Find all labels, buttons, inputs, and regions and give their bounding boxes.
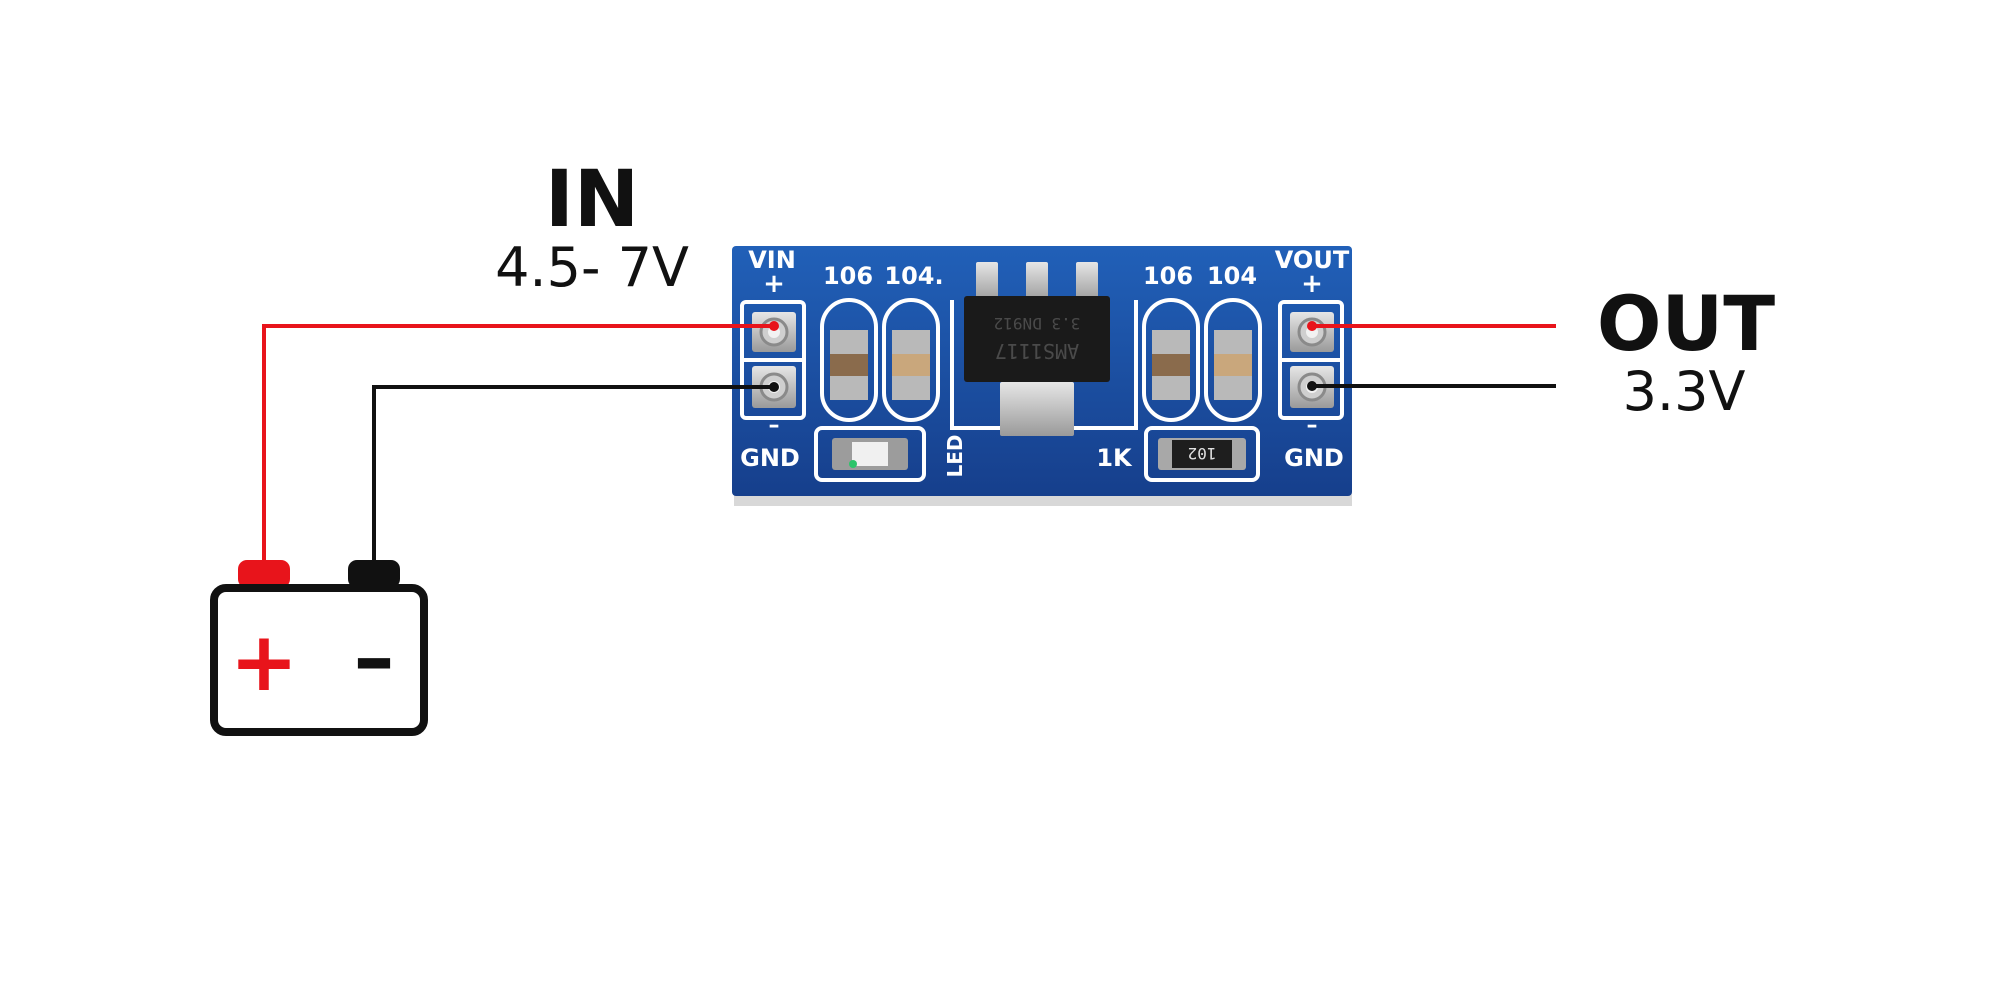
resistor-value-label: 1K bbox=[1096, 444, 1133, 472]
chip-model-marking: AMS1117 bbox=[995, 339, 1079, 363]
regulator-chip bbox=[964, 262, 1110, 436]
vout-label: VOUT bbox=[1275, 246, 1350, 274]
vout-pad bbox=[1290, 312, 1334, 352]
resistor-code-marking: 102 bbox=[1188, 444, 1217, 463]
led-label: LED bbox=[943, 434, 967, 477]
battery-negative-terminal bbox=[348, 560, 400, 588]
resistor-component bbox=[1158, 438, 1246, 470]
cap-out-1-label: 106 bbox=[1143, 262, 1193, 290]
cap-in-1-label: 106 bbox=[823, 262, 873, 290]
negative-wire-end bbox=[769, 382, 779, 392]
led-component bbox=[832, 438, 908, 470]
cap-out-2-label: 104 bbox=[1207, 262, 1257, 290]
gnd-out-label: GND bbox=[1284, 444, 1344, 472]
battery-positive-terminal bbox=[238, 560, 290, 588]
output-positive-wire-end bbox=[1307, 321, 1317, 331]
output-negative-wire-end bbox=[1307, 381, 1317, 391]
vin-plus-label: + bbox=[763, 269, 785, 299]
capacitor-out-106 bbox=[1152, 330, 1190, 400]
vin-pad bbox=[752, 312, 796, 352]
capacitor-in-104 bbox=[892, 330, 930, 400]
positive-wire-end bbox=[769, 321, 779, 331]
cap-in-2-label: 104. bbox=[884, 262, 943, 290]
capacitor-in-106 bbox=[830, 330, 868, 400]
battery-minus-sign: – bbox=[354, 611, 395, 706]
chip-code-marking: 3.3 DN912 bbox=[994, 314, 1081, 333]
capacitor-out-104 bbox=[1214, 330, 1252, 400]
input-voltage-range: 4.5- 7V bbox=[495, 236, 689, 299]
negative-wire bbox=[372, 385, 774, 570]
battery-icon: + – bbox=[210, 560, 428, 736]
gnd-in-label: GND bbox=[740, 444, 800, 472]
vout-plus-label: + bbox=[1301, 269, 1323, 299]
output-voltage: 3.3V bbox=[1623, 360, 1746, 423]
regulator-board: VIN + – GND 106 104. 106 104 VOUT + – GN… bbox=[732, 246, 1352, 506]
input-title: IN bbox=[545, 155, 639, 245]
vin-label: VIN bbox=[748, 246, 796, 274]
battery-plus-sign: + bbox=[230, 615, 299, 710]
vout-minus-label: – bbox=[1307, 413, 1318, 438]
vin-minus-label: – bbox=[769, 413, 780, 438]
battery-body bbox=[210, 584, 428, 736]
output-title: OUT bbox=[1597, 279, 1775, 368]
positive-wire bbox=[262, 324, 774, 570]
